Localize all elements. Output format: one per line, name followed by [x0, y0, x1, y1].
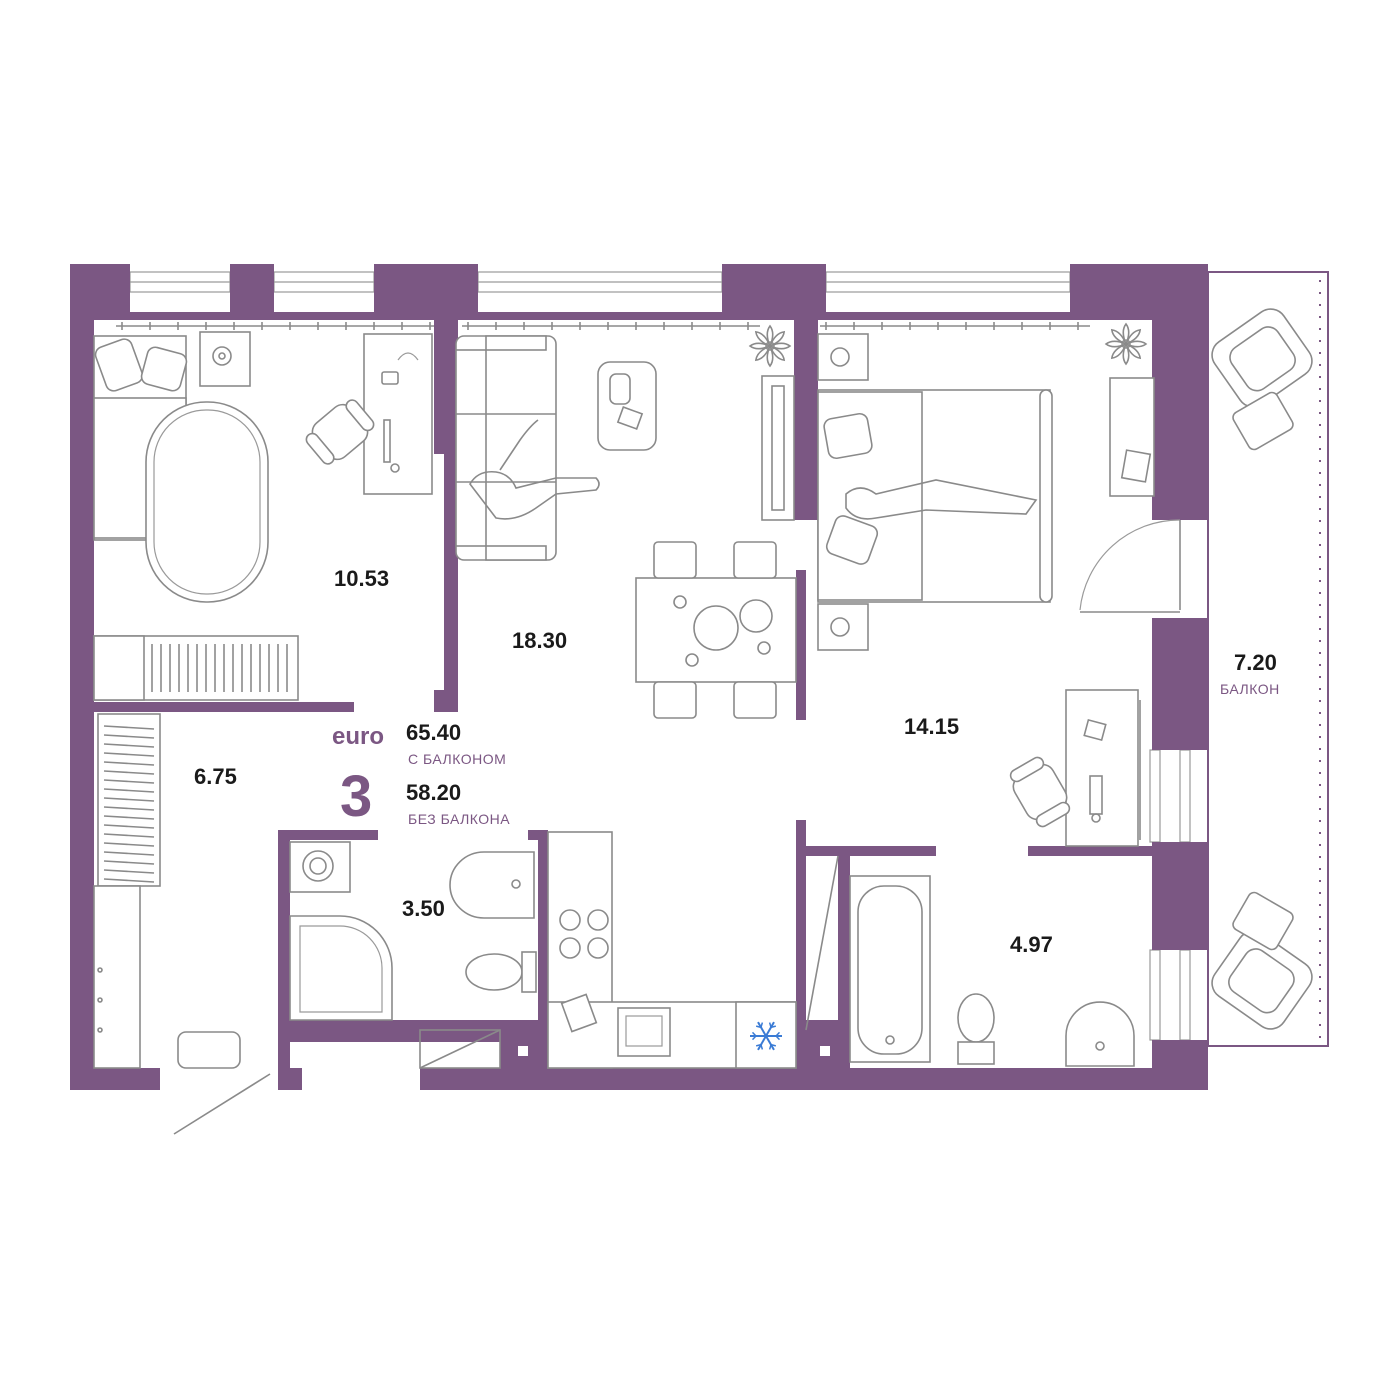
area-bedroom-right: 14.15: [904, 714, 959, 739]
area-living: 18.30: [512, 628, 567, 653]
coffee-table: [597, 361, 657, 451]
fridge: [735, 1001, 797, 1069]
shower-icon: [289, 915, 393, 1021]
cutting-board: [560, 993, 598, 1033]
area-without-balcony: 58.20: [406, 780, 461, 805]
brand-euro: euro: [332, 723, 384, 750]
entry-mat: [177, 1031, 241, 1069]
with-balcony-label: С БАЛКОНОМ: [408, 751, 506, 767]
toilet-icon: [465, 951, 537, 993]
shaft-lines: [419, 855, 839, 1069]
armchair-icon: [1211, 891, 1313, 1030]
dining-table: [635, 541, 797, 719]
balcony-label: БАЛКОН: [1220, 681, 1280, 697]
toilet-icon: [957, 993, 995, 1065]
without-balcony-label: БЕЗ БАЛКОНА: [408, 811, 510, 827]
nightstand: [199, 331, 251, 387]
plant-icon: [1104, 322, 1148, 366]
office-chair: [305, 399, 375, 465]
tv-unit: [761, 375, 795, 521]
entry-door: [173, 1073, 271, 1135]
balcony: [1207, 271, 1329, 1047]
desk-right: [1065, 689, 1141, 847]
curtain-rails: [116, 322, 1090, 330]
sink-icon: [1065, 1001, 1135, 1067]
area-bath-large: 4.97: [1010, 932, 1053, 957]
bathtub-icon: [849, 875, 931, 1063]
sofa: [455, 335, 557, 561]
shaft-dot: [820, 1046, 830, 1056]
area-bedroom-left: 10.53: [334, 566, 389, 591]
desk-right-top: [1109, 377, 1155, 497]
area-bath-small: 3.50: [402, 896, 445, 921]
area-hall: 6.75: [194, 764, 237, 789]
area-balcony: 7.20: [1234, 650, 1277, 675]
bed-right: [817, 389, 1053, 603]
shaft-dot: [518, 1046, 528, 1056]
desk-left: [363, 333, 433, 495]
snowflake-icon: [750, 1021, 782, 1051]
person-figure: [469, 419, 600, 520]
sink-icon: [617, 1007, 671, 1057]
nightstand: [817, 333, 869, 651]
wardrobe: [93, 713, 161, 1069]
plant-icon: [748, 324, 792, 368]
stove-icon: [559, 909, 609, 959]
office-chair: [1009, 756, 1071, 828]
room-count: 3: [340, 764, 372, 829]
walls: [70, 264, 1208, 1090]
radiator: [93, 635, 299, 701]
door-swing: [1079, 519, 1181, 613]
rug: [145, 401, 269, 603]
washing-machine-icon: [289, 841, 351, 893]
armchair-icon: [1211, 308, 1313, 451]
sink-icon: [449, 851, 535, 919]
area-with-balcony: 65.40: [406, 720, 461, 745]
